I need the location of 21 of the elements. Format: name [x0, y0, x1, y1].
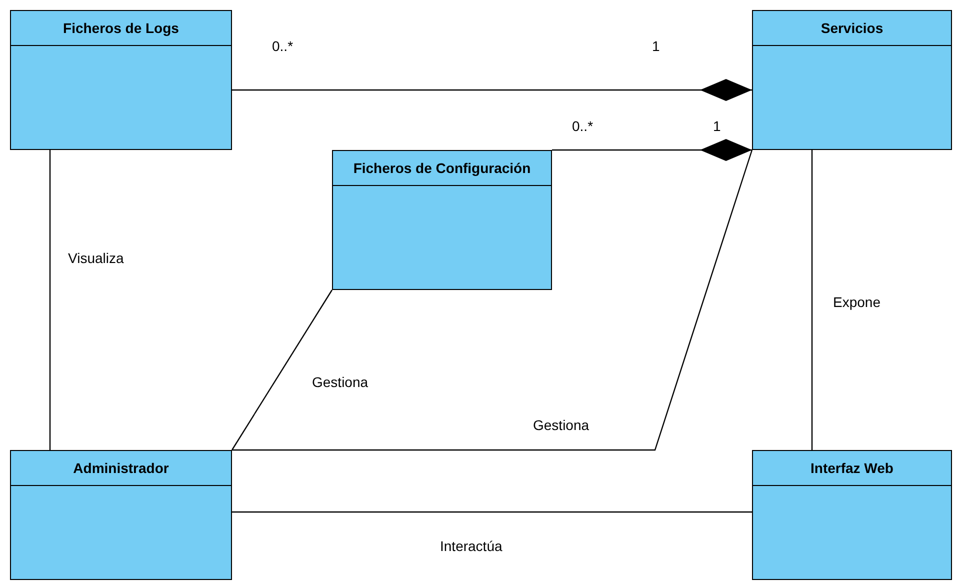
class-name: Interfaz Web	[810, 459, 894, 478]
multiplicity-label: 0..*	[272, 37, 294, 56]
class-name: Servicios	[820, 19, 884, 38]
class-box	[10, 10, 232, 150]
class-box	[10, 450, 232, 580]
multiplicity-label: 0..*	[572, 117, 594, 136]
association-line	[232, 511, 752, 513]
association-line	[232, 150, 753, 451]
class-name: Ficheros de Logs	[62, 19, 180, 38]
class-name: Administrador	[72, 459, 170, 478]
association-line	[811, 150, 813, 450]
association-line	[49, 150, 51, 450]
class-box	[752, 10, 952, 150]
class-box	[752, 450, 952, 580]
multiplicity-label: 1	[713, 117, 721, 136]
class-box	[332, 150, 552, 290]
association-line	[232, 290, 332, 450]
multiplicity-label: 1	[652, 37, 660, 56]
composition-line	[232, 79, 752, 101]
class-name: Ficheros de Configuración	[352, 159, 532, 178]
composition-line	[552, 139, 752, 161]
